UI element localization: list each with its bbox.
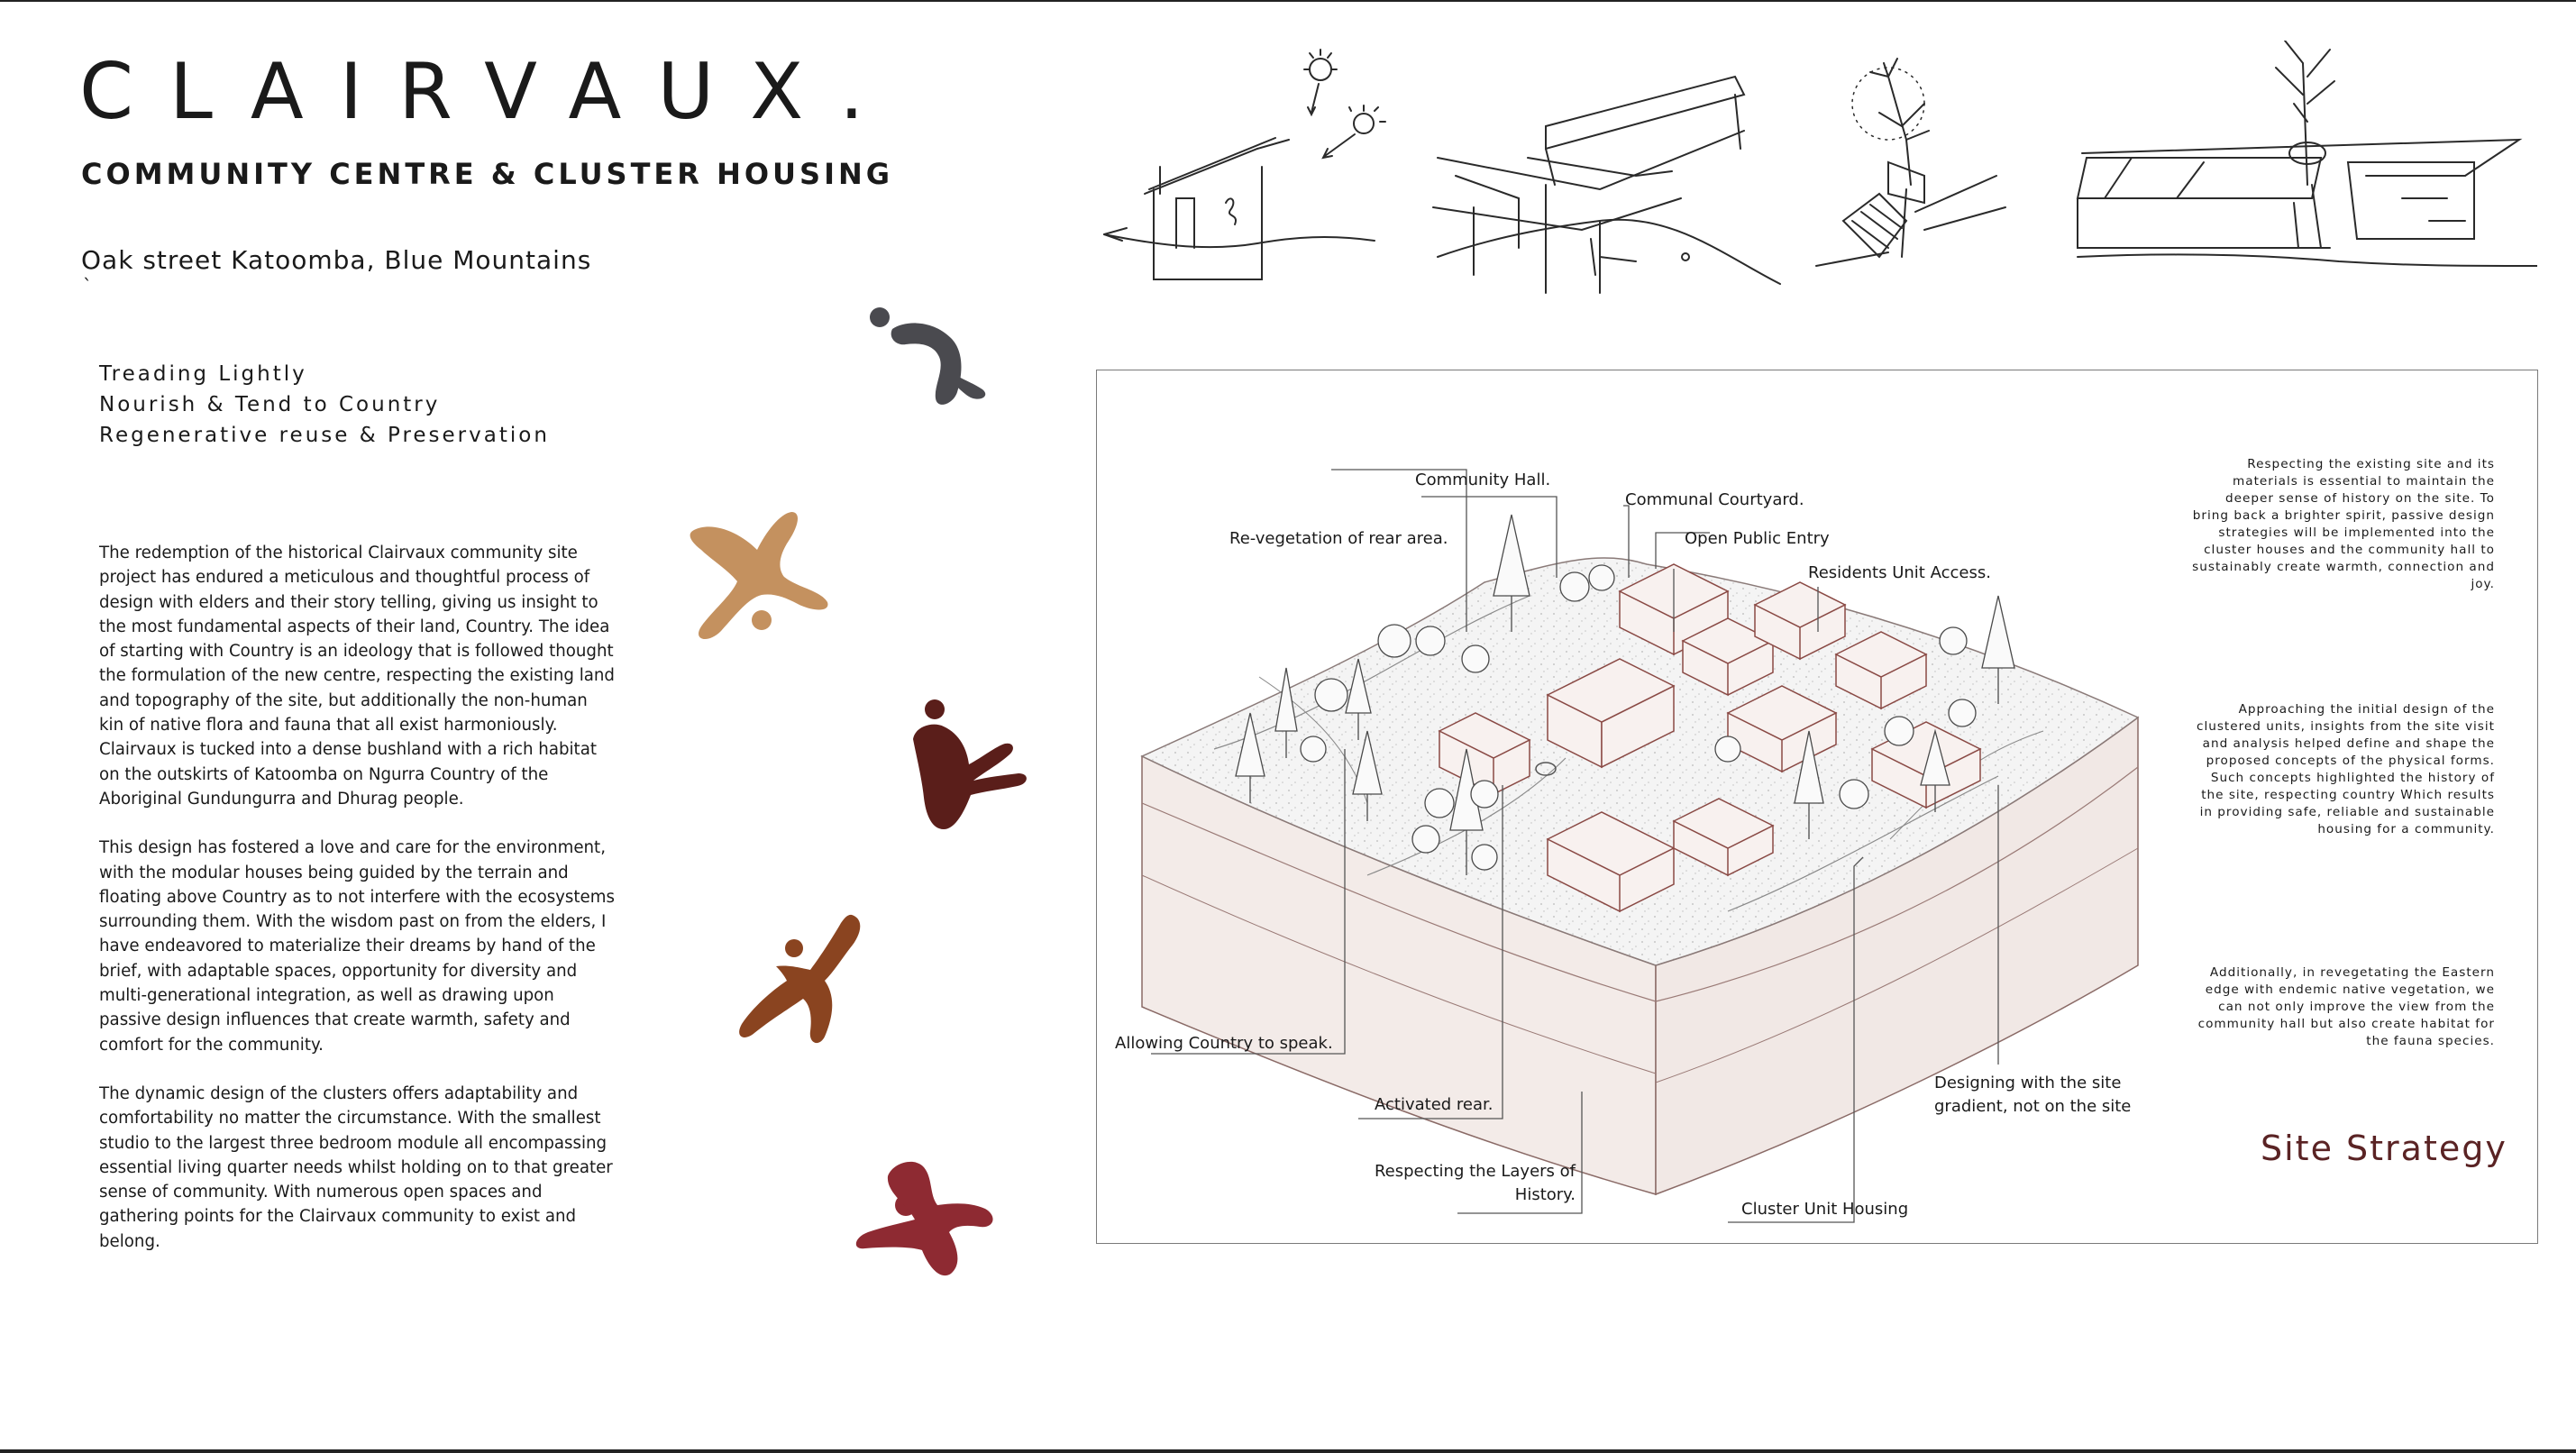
principle-treading-lightly: Treading Lightly — [99, 362, 307, 386]
figure-motif-dark-red — [913, 699, 1027, 829]
callout-open-public-entry: Open Public Entry — [1685, 529, 1830, 548]
project-address: Oak street Katoomba, Blue Mountains — [81, 245, 592, 275]
callout-cluster-unit: Cluster Unit Housing — [1741, 1200, 1909, 1219]
stray-mark: ` — [83, 275, 92, 297]
building-cluster — [1438, 563, 1982, 913]
callout-allowing-country: Allowing Country to speak. — [1115, 1034, 1333, 1053]
top-border — [0, 0, 2576, 2]
figure-motif-grey — [870, 307, 986, 405]
axonometric-site-model — [1140, 469, 2140, 1223]
callout-respecting-layers: Respecting the Layers of History. — [1358, 1162, 1576, 1204]
principle-regenerative-reuse: Regenerative reuse & Preservation — [99, 424, 550, 447]
tree-sketch — [1815, 58, 2006, 267]
callout-communal-courtyard: Communal Courtyard. — [1625, 490, 1804, 509]
project-title: CLAIRVAUX. — [79, 47, 900, 137]
callout-respecting-layers-line1: Respecting the Layers of — [1374, 1162, 1576, 1181]
project-description: The redemption of the historical Clairva… — [99, 541, 615, 1278]
principle-nourish-country: Nourish & Tend to Country — [99, 393, 441, 416]
concept-sketches — [1103, 41, 2537, 294]
trees — [1235, 514, 2015, 875]
figure-motif-tan — [690, 512, 828, 640]
site-strategy-panel: Community Hall. Communal Courtyard. Re-v… — [1096, 370, 2538, 1244]
note-clustered-units: Approaching the initial design of the cl… — [2196, 702, 2495, 836]
figure-motif-crimson — [855, 1161, 993, 1276]
callout-designing-line1: Designing with the site — [1934, 1074, 2122, 1092]
callout-leader-lines — [1151, 469, 1999, 1223]
callout-community-hall: Community Hall. — [1415, 471, 1551, 489]
description-paragraph-1: The redemption of the historical Clairva… — [99, 544, 615, 809]
project-subtitle: COMMUNITY CENTRE & CLUSTER HOUSING — [81, 157, 894, 191]
description-paragraph-3: The dynamic design of the clusters offer… — [99, 1083, 613, 1251]
site-strategy-title: Site Strategy — [2261, 1129, 2507, 1168]
terrain-deck-sketch — [1432, 75, 1781, 294]
passive-solar-sketch — [1103, 49, 1386, 280]
figure-motif-brown — [739, 914, 861, 1044]
cluster-units-sketch — [2076, 41, 2537, 267]
callout-residents-access: Residents Unit Access. — [1808, 563, 1991, 582]
callout-designing-line2: gradient, not on the site — [1934, 1097, 2132, 1116]
note-respecting-site: Respecting the existing site and its mat… — [2192, 457, 2495, 591]
note-revegetation: Additionally, in revegetating the Easter… — [2197, 965, 2495, 1048]
callout-activated-rear: Activated rear. — [1375, 1095, 1494, 1114]
design-principles: Treading Lightly Nourish & Tend to Count… — [99, 359, 550, 451]
description-paragraph-2: This design has fostered a love and care… — [99, 838, 615, 1055]
callout-designing-gradient: Designing with the site gradient, not on… — [1934, 1074, 2131, 1116]
callout-revegetation: Re-vegetation of rear area. — [1229, 529, 1448, 548]
callout-respecting-layers-line2: History. — [1514, 1185, 1576, 1204]
bottom-border — [0, 1449, 2576, 1453]
